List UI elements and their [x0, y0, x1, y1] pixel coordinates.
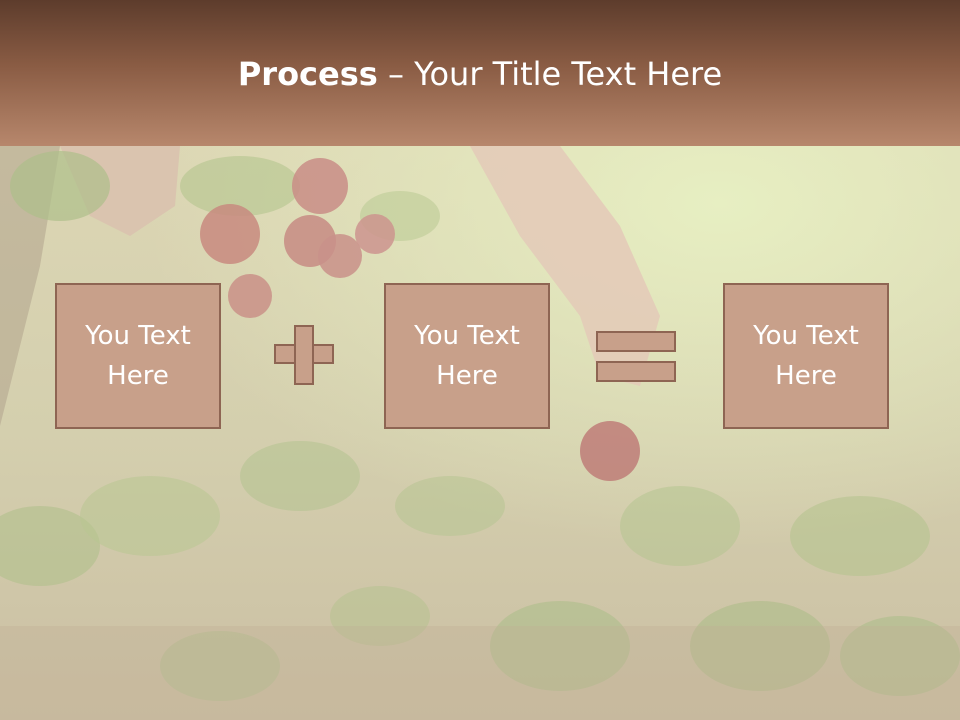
slide-title: Process – Your Title Text Here — [0, 52, 960, 96]
process-box-1[interactable]: You Text Here — [55, 283, 221, 429]
process-box-1-text: You Text Here — [85, 321, 191, 391]
title-bar: Process – Your Title Text Here — [0, 0, 960, 146]
background-photo — [0, 146, 960, 720]
process-box-3-text: You Text Here — [753, 321, 859, 391]
process-box-3[interactable]: You Text Here — [723, 283, 889, 429]
process-box-2-text: You Text Here — [414, 321, 520, 391]
process-box-2[interactable]: You Text Here — [384, 283, 550, 429]
title-strong: Process — [237, 55, 378, 93]
title-rest: – Your Title Text Here — [377, 55, 723, 93]
